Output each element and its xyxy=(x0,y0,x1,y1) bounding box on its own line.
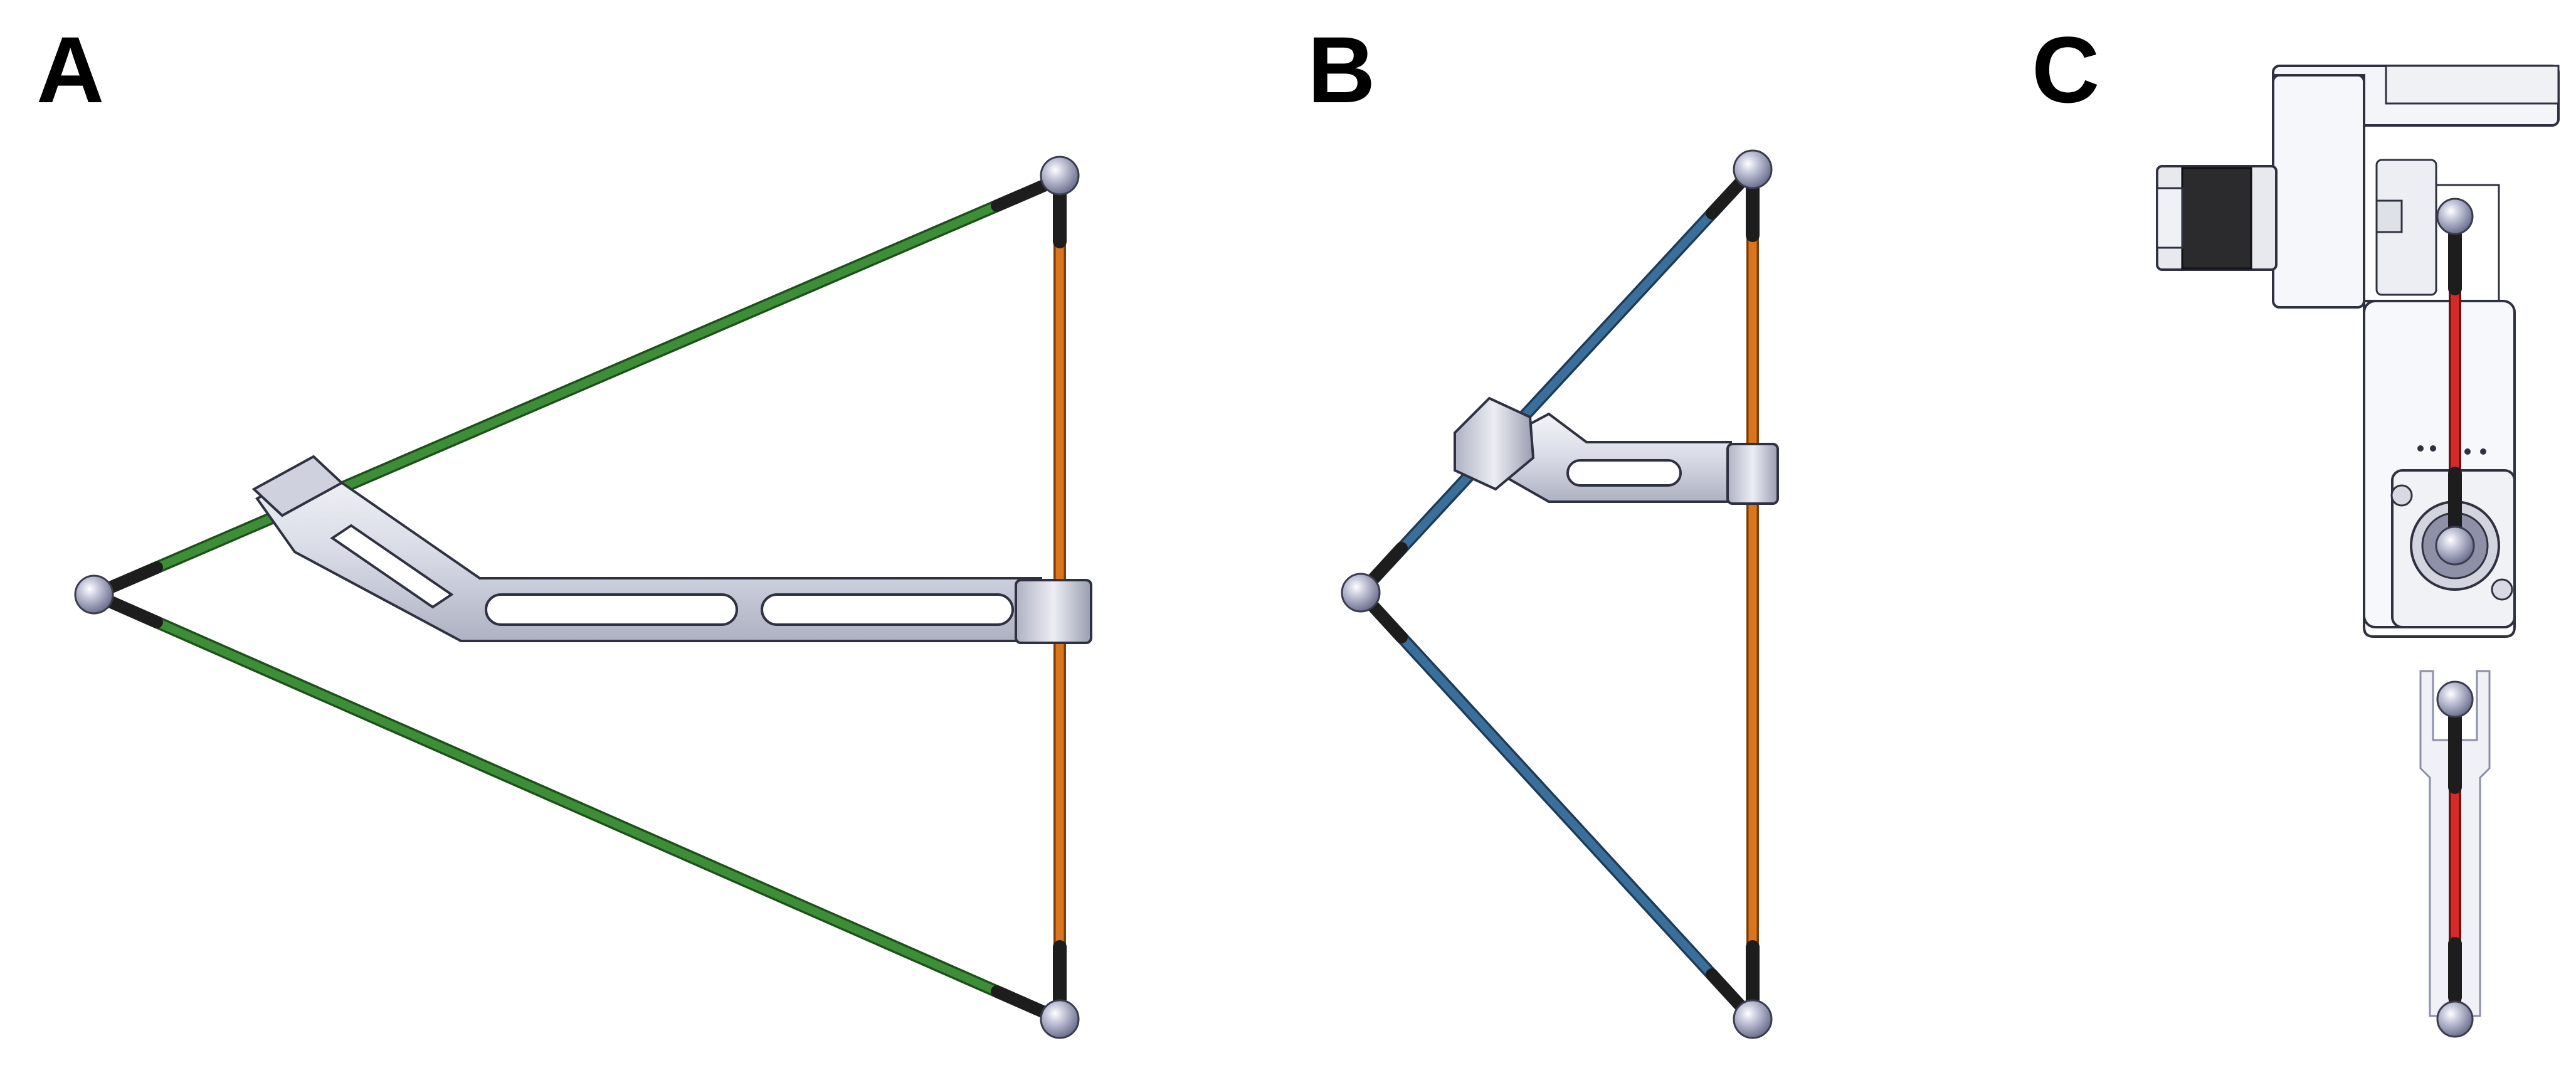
marker-sphere-top xyxy=(1040,156,1080,196)
panel-label-b: B xyxy=(1307,17,1376,122)
panel-a xyxy=(74,156,1092,1039)
marker-sphere-left xyxy=(74,574,114,615)
housing-top-view xyxy=(2156,65,2560,638)
green-strut-upper xyxy=(88,172,1066,601)
marker-sphere-detail-bottom xyxy=(2436,1000,2474,1038)
marker-sphere-upper-c xyxy=(2436,198,2474,235)
panel-b xyxy=(1341,149,1779,1039)
marker-sphere-bottom xyxy=(1040,999,1080,1039)
bracket-arm-b xyxy=(1454,396,1779,505)
panel-c xyxy=(2156,65,2560,1038)
blue-strut-upper xyxy=(1354,163,1759,599)
marker-sphere-top-b xyxy=(1733,149,1773,189)
marker-sphere-bottom-b xyxy=(1733,999,1773,1039)
marker-sphere-left-b xyxy=(1341,573,1381,613)
bracket-arm-a xyxy=(251,455,1092,644)
panel-label-c: C xyxy=(2032,17,2100,122)
blue-strut-lower xyxy=(1354,586,1759,1025)
panel-label-a: A xyxy=(36,17,105,122)
marker-sphere-lower-c xyxy=(2435,526,2475,566)
green-strut-lower xyxy=(88,588,1066,1025)
marker-sphere-detail-top xyxy=(2436,680,2474,718)
strut-detail-translucent xyxy=(2419,670,2491,1038)
